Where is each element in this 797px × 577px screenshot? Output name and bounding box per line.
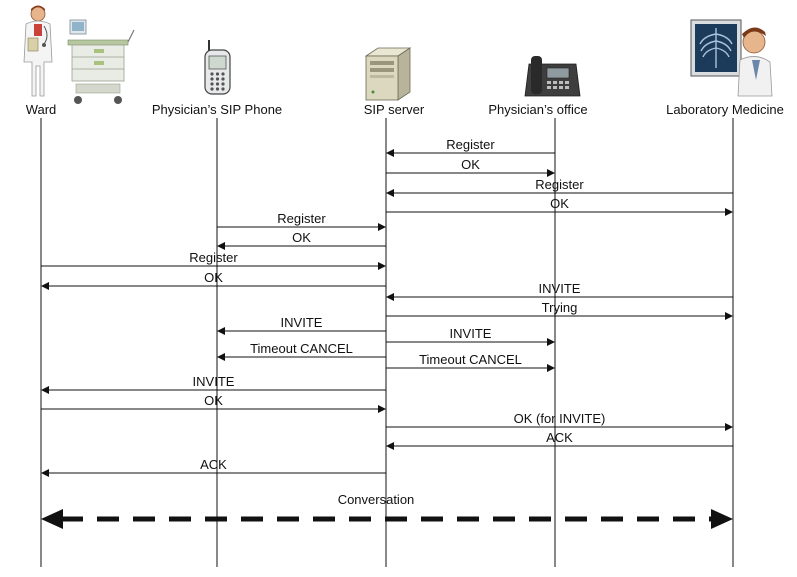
message-18: ACK [386, 430, 733, 450]
message-label: INVITE [450, 326, 492, 341]
message-17: OK (for INVITE) [386, 411, 733, 431]
participant-label-office: Physician’s office [488, 102, 587, 117]
doctor-and-cart-icon [23, 5, 135, 104]
message-1: Register [386, 137, 555, 157]
desk-phone-icon [524, 56, 581, 97]
message-label: ACK [546, 430, 573, 445]
message-4: OK [386, 196, 733, 216]
participant-labels: Ward Physician’s SIP Phone SIP server Physi… [26, 102, 784, 117]
message-5: Register [217, 211, 386, 231]
message-8: OK [41, 270, 386, 290]
message-12: INVITE [386, 326, 555, 346]
mobile-phone-icon [204, 40, 231, 95]
message-label: OK [461, 157, 480, 172]
conversation-label: Conversation [338, 492, 415, 507]
message-9: INVITE [386, 281, 733, 301]
message-10: Trying [386, 300, 733, 320]
message-label: Register [446, 137, 495, 152]
message-13: Timeout CANCEL [217, 341, 386, 361]
conversation-left-arrowhead [41, 509, 63, 529]
messages: RegisterOKRegisterOKRegisterOKRegisterOK… [41, 137, 733, 477]
message-16: OK [41, 393, 386, 413]
participant-label-lab: Laboratory Medicine [666, 102, 784, 117]
message-label: OK (for INVITE) [514, 411, 606, 426]
message-label: INVITE [193, 374, 235, 389]
message-label: OK [292, 230, 311, 245]
message-label: OK [204, 270, 223, 285]
message-2: OK [386, 157, 555, 177]
message-label: Register [189, 250, 238, 265]
server-tower-icon [364, 47, 412, 101]
message-label: Trying [542, 300, 578, 315]
xray-doctor-icon [690, 19, 773, 97]
message-3: Register [386, 177, 733, 197]
message-label: ACK [200, 457, 227, 472]
message-label: OK [550, 196, 569, 211]
message-6: OK [217, 230, 386, 250]
message-11: INVITE [217, 315, 386, 335]
conversation-right-arrowhead [711, 509, 733, 529]
message-label: OK [204, 393, 223, 408]
message-19: ACK [41, 457, 386, 477]
message-14: Timeout CANCEL [386, 352, 555, 372]
message-15: INVITE [41, 374, 386, 394]
participant-label-phone: Physician’s SIP Phone [152, 102, 282, 117]
message-label: INVITE [539, 281, 581, 296]
message-7: Register [41, 250, 386, 270]
message-label: Register [535, 177, 584, 192]
participant-label-server: SIP server [364, 102, 425, 117]
message-label: Register [277, 211, 326, 226]
message-label: INVITE [281, 315, 323, 330]
conversation: Conversation [41, 492, 733, 529]
message-label: Timeout CANCEL [419, 352, 522, 367]
participant-label-ward: Ward [26, 102, 57, 117]
message-label: Timeout CANCEL [250, 341, 353, 356]
